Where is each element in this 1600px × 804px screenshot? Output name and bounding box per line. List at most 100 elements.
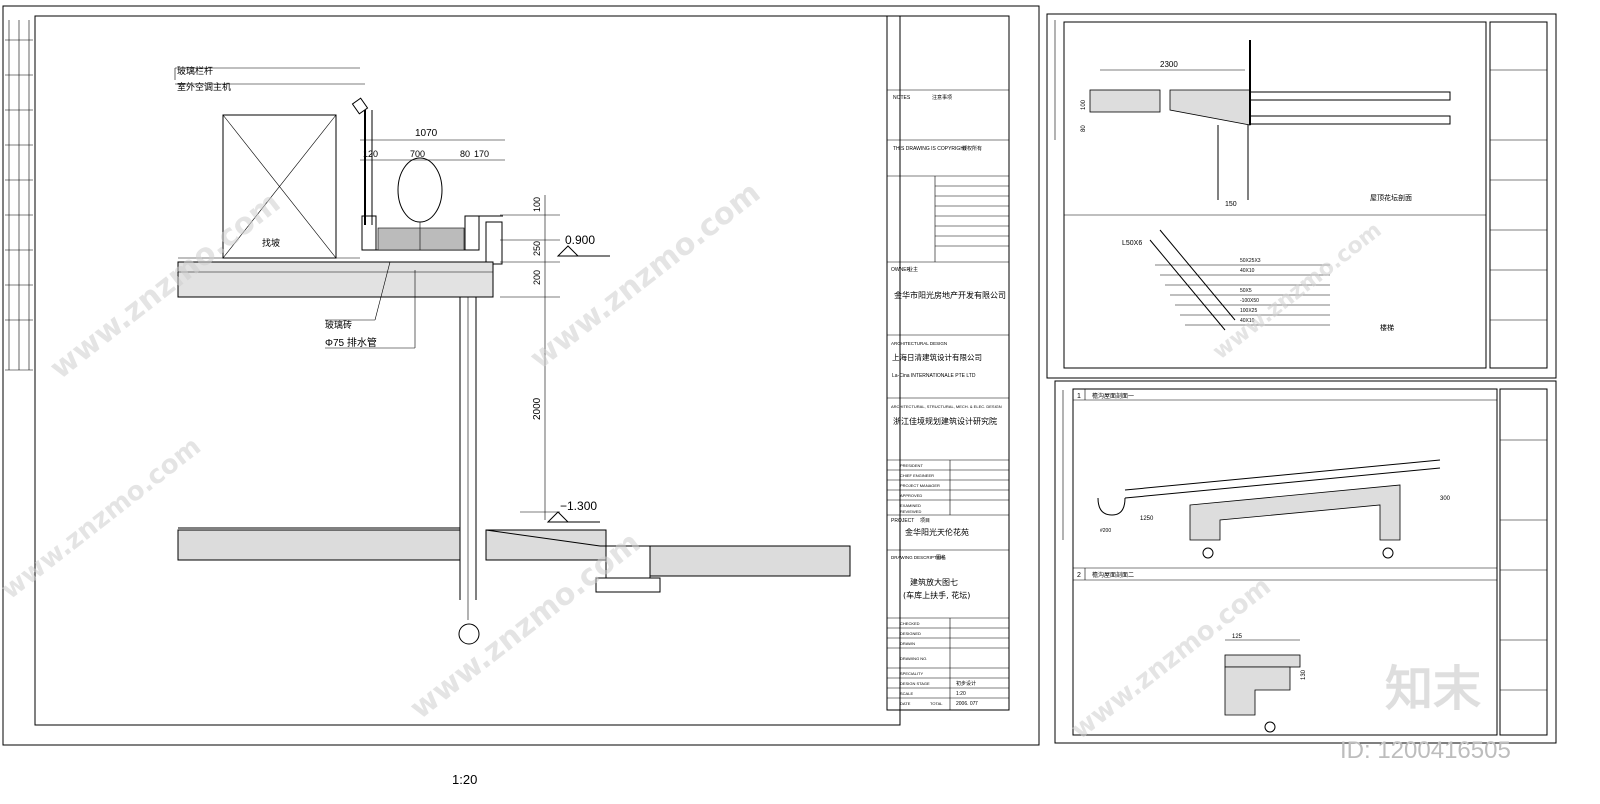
tb-row-date: DATE xyxy=(900,701,911,706)
tr-rail-4: -100X50 xyxy=(1240,298,1259,304)
tb-row-designed: DESIGNED xyxy=(900,631,921,636)
tb-arch-label: ARCHITECTURAL DESIGN xyxy=(891,341,947,346)
scale-note: 1:20 xyxy=(452,772,477,787)
br-dim-1250: 1250 xyxy=(1140,516,1154,522)
stair-detail: L50X6 50X25X3 40X10 50X5 -100X50 100X25 … xyxy=(1122,229,1394,332)
level-marker-lower xyxy=(546,511,570,523)
dim-80: 80 xyxy=(460,149,470,159)
watermark-text: www.znzmo.com xyxy=(0,432,207,606)
tb-copyright-cn: 版权所有 xyxy=(962,145,982,152)
glass-railing xyxy=(351,97,373,225)
br-section1-num: 1 xyxy=(1077,393,1081,400)
tb-desc-cn: 图名 xyxy=(936,554,946,561)
dim-250: 250 xyxy=(532,241,542,256)
tb-mep-firm: 浙江佳境规划建筑设计研究院 xyxy=(893,416,997,426)
axis-bubble-1 xyxy=(1202,547,1214,559)
title-block: NOTES 注意事项 THIS DRAWING IS COPYRIGHT 版权所… xyxy=(886,15,1010,711)
tb-desc-label: DRAWING DESCRIPTION xyxy=(891,555,945,560)
tb-notes-label: NOTES xyxy=(893,95,911,101)
structural-column xyxy=(458,297,480,645)
dim-170: 170 xyxy=(474,149,489,159)
tb-role-4: EXAMINED xyxy=(900,503,921,508)
watermark-text: www.znzmo.com xyxy=(1208,218,1386,365)
tr-rail-2: 40X10 xyxy=(1240,268,1255,274)
label-glass-railing: 玻璃栏杆 xyxy=(177,65,213,77)
tb-role-3: APPROVED xyxy=(900,493,922,498)
dim-1070: 1070 xyxy=(415,128,438,139)
tb-row-checked: CHECKED xyxy=(900,621,920,626)
tb-row-drawing-no: DRAWING NO. xyxy=(900,656,927,661)
br-dim-200: #200 xyxy=(1100,528,1111,534)
tb-row-drawn: DRAWN xyxy=(900,641,915,646)
grid-axis-bubble xyxy=(458,623,480,645)
br-section2-num: 2 xyxy=(1077,572,1081,579)
tb-notes-cn: 注意事项 xyxy=(932,94,952,101)
tb-desc-sub: (车库上扶手, 花坛) xyxy=(903,590,970,600)
dimension-lines xyxy=(174,67,610,523)
br-dim-130: 130 xyxy=(1301,669,1307,680)
tb-role-0: PRESIDENT xyxy=(900,463,923,468)
axis-bubble-2 xyxy=(1382,547,1394,559)
tr-stair-label: 楼梯 xyxy=(1380,323,1394,332)
tb-role-1: CHIEF ENGINEER xyxy=(900,473,934,478)
bottom-right-sheet: 1 檐沟屋面剖面一 2 檐沟屋面剖面二 1250 300 #200 125 13… xyxy=(1054,380,1557,744)
tb-project-cn: 项目 xyxy=(920,518,930,524)
ground-section xyxy=(177,527,851,593)
br-section2-title: 檐沟屋面剖面二 xyxy=(1092,571,1134,579)
tb-date-value: 2006. 07 xyxy=(956,701,976,707)
dim-700: 700 xyxy=(410,149,425,159)
tb-row-stage: DESIGN STAGE xyxy=(900,681,930,686)
label-drain-pipe: Φ75 排水管 xyxy=(325,336,377,349)
tb-role-5: REVIEWED xyxy=(900,509,921,514)
tb-owner-name: 金华市阳光房地产开发有限公司 xyxy=(894,290,1006,300)
tb-project-name: 金华阳光天伦花苑 xyxy=(905,527,969,537)
watermark-text: www.znzmo.com xyxy=(523,175,767,376)
roof-slab xyxy=(177,257,494,298)
dim-200: 200 xyxy=(532,270,542,285)
br-dim-125: 125 xyxy=(1232,634,1243,640)
label-glass-block: 玻璃砖 xyxy=(325,319,352,331)
tr-dim-100: 100 xyxy=(1081,99,1087,110)
br-dim-300: 300 xyxy=(1440,496,1451,502)
label-ac-unit: 室外空调主机 xyxy=(177,81,231,93)
tb-arch-firm-en: La-Cina INTERNATIONALE PTE LTD xyxy=(892,373,976,379)
level-marker-upper xyxy=(556,245,580,257)
tr-section-title: 屋顶花坛剖面 xyxy=(1370,193,1412,202)
dim-120: 120 xyxy=(363,149,378,159)
dim-2000: 2000 xyxy=(532,397,543,420)
tr-dim-80: 80 xyxy=(1081,125,1087,132)
planter xyxy=(361,157,503,265)
tb-desc-title: 建筑放大图七 xyxy=(910,577,958,587)
tr-dim-150: 150 xyxy=(1225,201,1237,208)
shrub-icon xyxy=(397,157,443,223)
tb-scale-value: 1:20 xyxy=(956,691,966,697)
watermark-logo: 知末 xyxy=(1385,661,1481,717)
tb-mep-label: ARCHITECTURAL, STRUCTURAL, MECH. & ELEC.… xyxy=(891,404,1002,409)
eave-section-2: 125 130 xyxy=(1224,634,1307,733)
left-stamp-column xyxy=(5,20,33,371)
tb-row-scale: SCALE xyxy=(900,691,913,696)
tr-rail-3: 50X5 xyxy=(1240,288,1252,294)
tb-copyright: THIS DRAWING IS COPYRIGHT xyxy=(893,146,967,152)
tb-owner-label: OWNER xyxy=(891,267,911,273)
axis-bubble-3 xyxy=(1264,721,1276,733)
tr-rail-1: 50X25X3 xyxy=(1240,258,1261,264)
br-section1-title: 檐沟屋面剖面一 xyxy=(1092,392,1134,400)
eave-section-1: 1250 300 #200 xyxy=(1097,459,1451,559)
tb-project-label: PROJECT xyxy=(891,518,914,524)
dim-100: 100 xyxy=(532,197,542,212)
tr-dim-2300: 2300 xyxy=(1160,60,1178,69)
main-text: 玻璃栏杆 室外空调主机 找坡 玻璃砖 Φ75 排水管 1070 120 700 … xyxy=(177,65,597,787)
tr-rail-5: 100X25 xyxy=(1240,308,1257,314)
tb-stage-value: 初步设计 xyxy=(956,680,976,687)
tb-owner-cn: 业主 xyxy=(908,266,918,273)
tb-sheet-no: 7 xyxy=(975,701,978,707)
watermark-id: ID: 1200416505 xyxy=(1340,737,1511,764)
main-sheet: 玻璃栏杆 室外空调主机 找坡 玻璃砖 Φ75 排水管 1070 120 700 … xyxy=(2,5,1040,787)
tr-rail-6: 40X10 xyxy=(1240,318,1255,324)
tb-row-total: TOTAL xyxy=(930,701,943,706)
main-sheet-border xyxy=(2,5,1040,746)
main-drawing-frame xyxy=(34,15,901,726)
level-upper-text: 0.900 xyxy=(565,233,595,247)
